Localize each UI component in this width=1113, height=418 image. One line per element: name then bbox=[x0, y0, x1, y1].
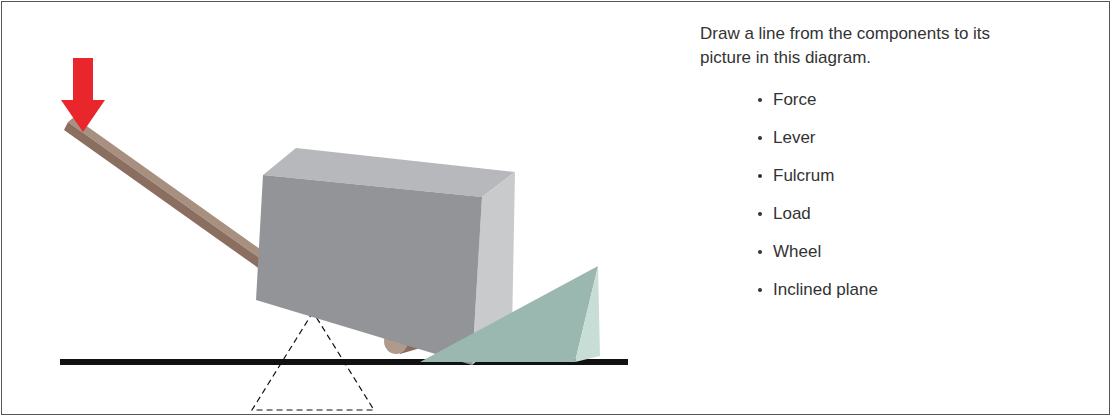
instruction-text: Draw a line from the components to its p… bbox=[700, 22, 1040, 70]
bullet-dot bbox=[758, 288, 762, 292]
list-item: Lever bbox=[758, 126, 1090, 150]
bullet-dot bbox=[758, 136, 762, 140]
force-arrow bbox=[61, 58, 105, 132]
list-item: Fulcrum bbox=[758, 164, 1090, 188]
inclined-plane bbox=[420, 266, 600, 362]
component-name: Fulcrum bbox=[773, 164, 834, 188]
list-item: Load bbox=[758, 202, 1090, 226]
instruction-panel: Draw a line from the components to its p… bbox=[700, 22, 1090, 302]
component-name: Lever bbox=[773, 126, 816, 150]
component-name: Wheel bbox=[773, 240, 821, 264]
list-item: Force bbox=[758, 88, 1090, 112]
component-name: Load bbox=[773, 202, 811, 226]
list-item: Inclined plane bbox=[758, 278, 1090, 302]
bullet-dot bbox=[758, 174, 762, 178]
bullet-dot bbox=[758, 98, 762, 102]
list-item: Wheel bbox=[758, 240, 1090, 264]
bullet-dot bbox=[758, 250, 762, 254]
bullet-dot bbox=[758, 212, 762, 216]
component-name: Inclined plane bbox=[773, 278, 878, 302]
component-name: Force bbox=[773, 88, 816, 112]
